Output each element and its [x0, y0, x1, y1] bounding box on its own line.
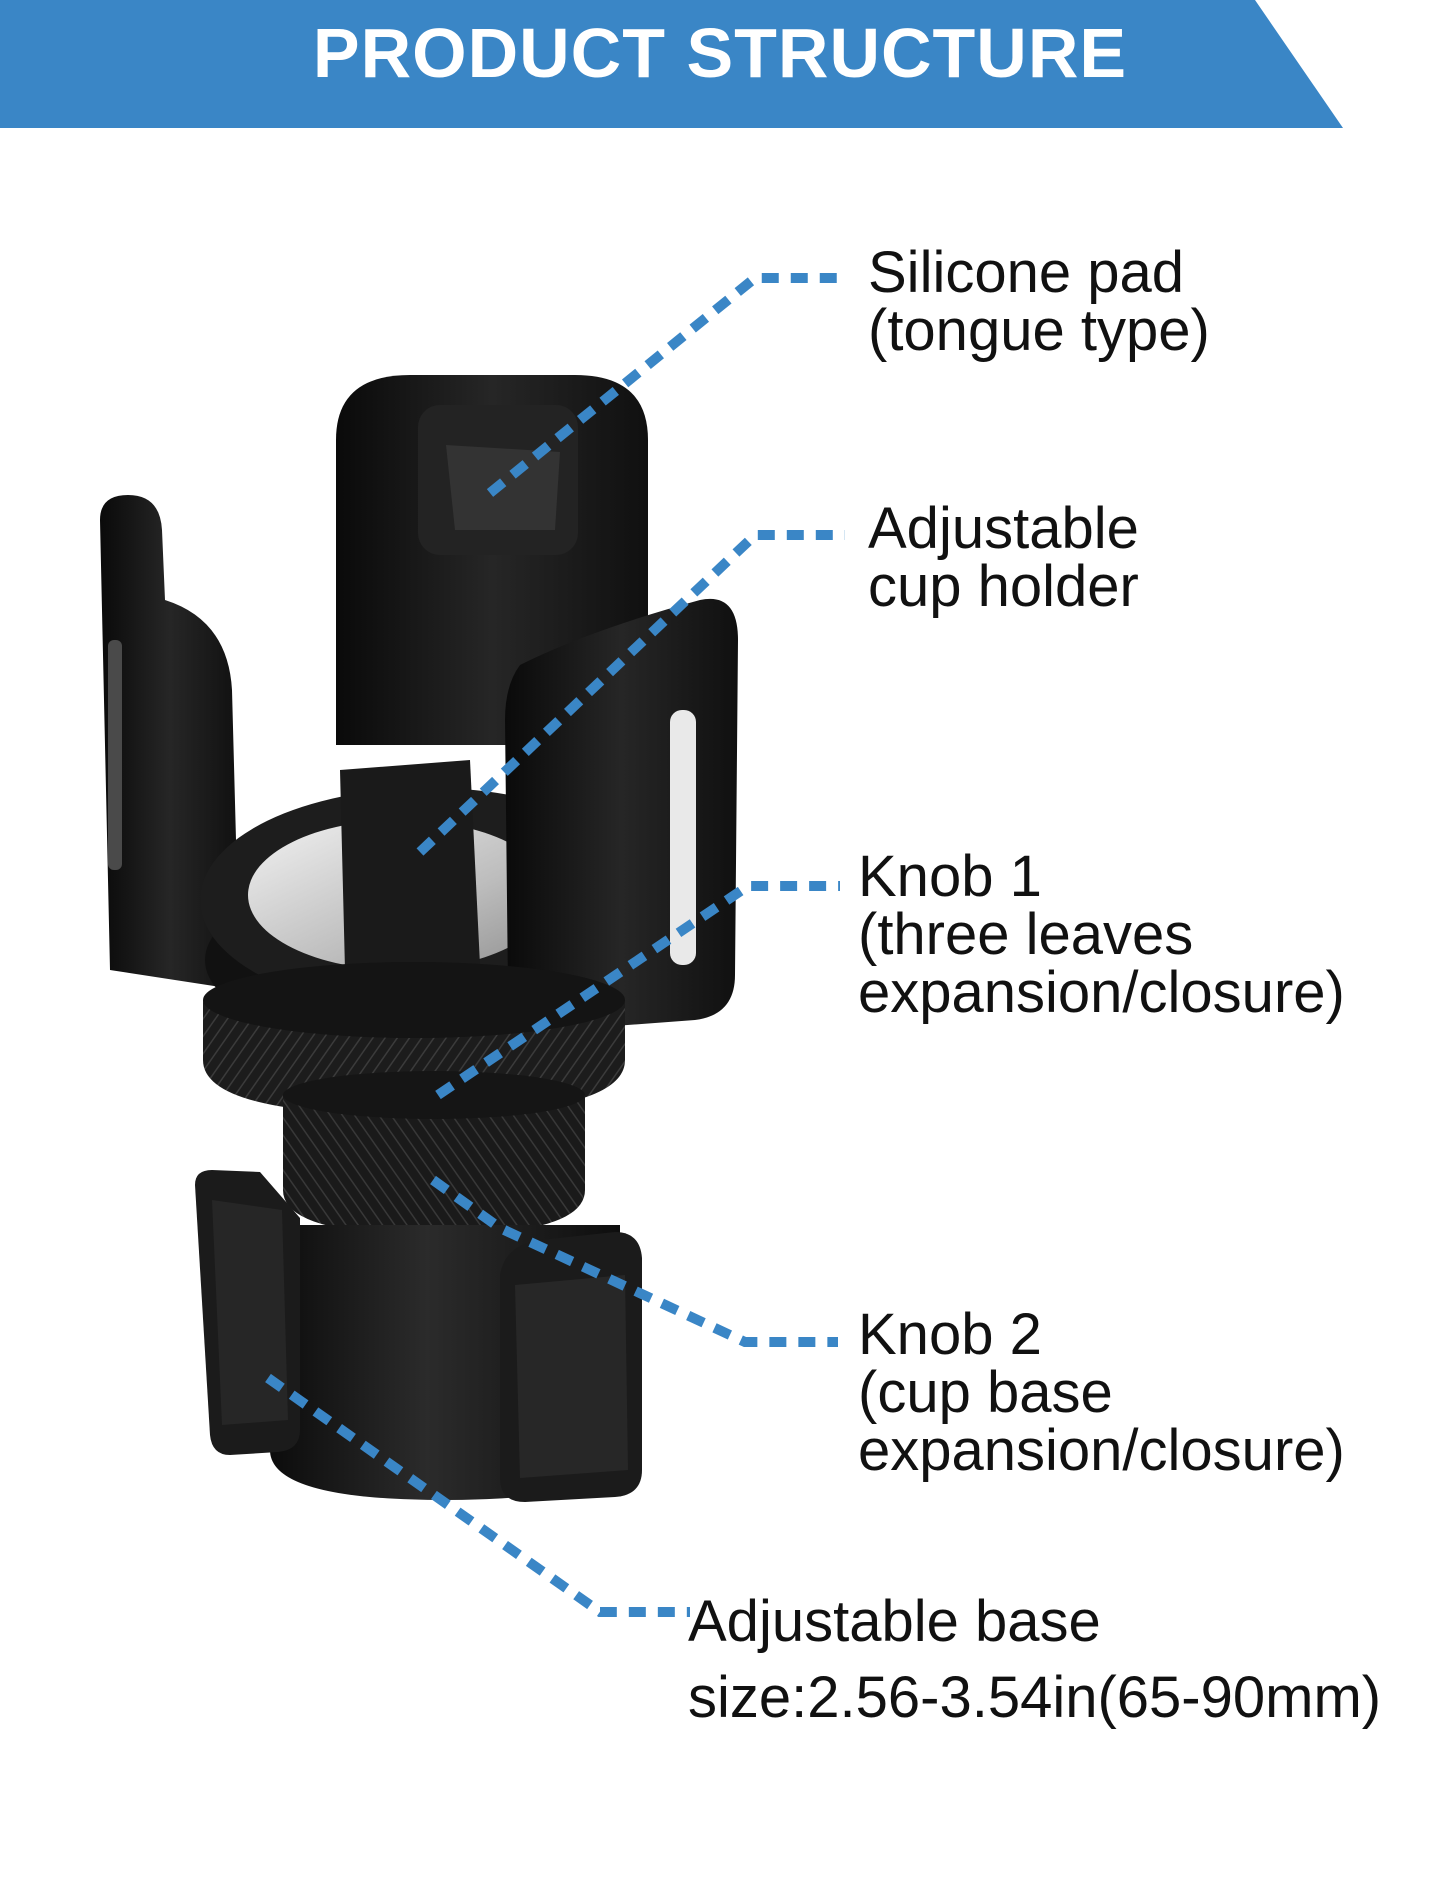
- label-line: size:2.56-3.54in(65-90mm): [688, 1665, 1382, 1730]
- page-title: PRODUCT STRUCTURE: [312, 14, 1128, 92]
- label-line: Knob 1: [858, 844, 1042, 909]
- label-line: Silicone pad: [868, 240, 1184, 305]
- label-cup-holder: Adjustable cup holder: [868, 500, 1139, 616]
- label-knob-1: Knob 1 (three leaves expansion/closure): [858, 848, 1345, 1022]
- leader-lines: [265, 273, 845, 1617]
- label-line: (cup base: [858, 1360, 1113, 1425]
- header-banner: PRODUCT STRUCTURE: [0, 0, 1445, 130]
- label-line: (tongue type): [868, 298, 1210, 363]
- leader-cup-holder: [416, 530, 845, 856]
- label-line: Adjustable: [868, 496, 1139, 561]
- label-line: cup holder: [868, 554, 1139, 619]
- label-line: (three leaves: [858, 902, 1194, 967]
- label-line: Knob 2: [858, 1302, 1042, 1367]
- base-clip-left: [195, 1170, 300, 1455]
- leader-adjustable-base: [265, 1373, 690, 1617]
- label-line: Adjustable base: [688, 1589, 1101, 1654]
- knob-2-neck: [283, 1071, 585, 1235]
- base-clip-right: [500, 1232, 642, 1502]
- label-adjustable-base: Adjustable base size:2.56-3.54in(65-90mm…: [688, 1584, 1381, 1736]
- label-line: expansion/closure): [858, 1418, 1345, 1483]
- label-knob-2: Knob 2 (cup base expansion/closure): [858, 1306, 1345, 1480]
- left-leaf: [100, 495, 240, 990]
- label-silicone-pad: Silicone pad (tongue type): [868, 244, 1210, 360]
- banner-background: [0, 0, 1343, 128]
- leader-knob-2: [430, 1175, 838, 1347]
- label-line: expansion/closure): [858, 960, 1345, 1025]
- leader-knob-1: [435, 881, 840, 1100]
- right-leaf: [505, 598, 738, 1030]
